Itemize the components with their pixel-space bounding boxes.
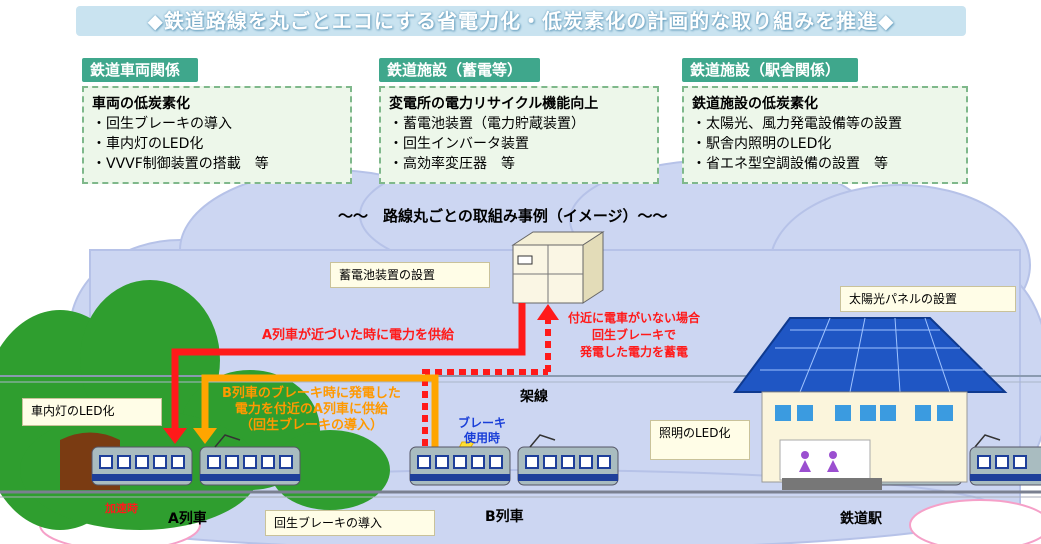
overhead-label: 架線 — [520, 389, 548, 405]
red-arrow-text: A列車が近づいた時に電力を供給 — [262, 328, 455, 343]
category-box: 車両の低炭素化 ・回生ブレーキの導入 ・車内灯のLED化 ・VVVF制御装置の搭… — [82, 86, 352, 184]
train-b-label: B列車 — [485, 509, 524, 525]
red-supply-arrow — [171, 303, 526, 430]
category-item: ・VVVF制御装置の搭載 等 — [92, 156, 269, 172]
battery-unit — [511, 231, 605, 304]
category-item: ・車内灯のLED化 — [92, 136, 204, 152]
category-item: ・回生ブレーキの導入 — [92, 116, 232, 132]
train-b-car2 — [517, 434, 619, 486]
battery-note: 蓄電池装置の設置 — [330, 262, 490, 288]
regen-brake-note: 回生ブレーキの導入 — [265, 510, 435, 536]
category-heading: 車両の低炭素化 — [92, 96, 190, 112]
category-item: ・回生インバータ装置 — [389, 136, 529, 152]
orange-supply-arrow — [201, 374, 439, 455]
diagram-title: ～～ 路線丸ごとの取組み事例（イメージ）～～ — [338, 207, 668, 225]
lighting-led-note: 照明のLED化 — [650, 420, 750, 460]
category-item: ・高効率変圧器 等 — [389, 156, 515, 172]
station-building — [733, 317, 1008, 490]
category-item: ・省エネ型空調設備の設置 等 — [692, 156, 888, 172]
station-label: 鉄道駅 — [840, 511, 882, 527]
category-tab: 鉄道施設（駅舎関係） — [682, 58, 859, 82]
category-item: ・太陽光、風力発電設備等の設置 — [692, 116, 902, 132]
train-a-car1 — [91, 446, 193, 486]
interior-led-note: 車内灯のLED化 — [22, 398, 162, 426]
category-heading: 変電所の電力リサイクル機能向上 — [389, 96, 599, 112]
category-facility-station: 鉄道施設（駅舎関係） 鉄道施設の低炭素化 ・太陽光、風力発電設備等の設置 ・駅舎… — [682, 44, 968, 184]
train-a-car2 — [199, 434, 301, 486]
category-facility-storage: 鉄道施設（蓄電等） 変電所の電力リサイクル機能向上 ・蓄電池装置（電力貯蔵装置）… — [379, 44, 659, 184]
category-tab: 鉄道施設（蓄電等） — [379, 58, 541, 82]
orange-arrow-text: B列車のブレーキ時に発電した 電力を付近のA列車に供給 （回生ブレーキの導入） — [222, 386, 401, 433]
page-banner: ◆鉄道路線を丸ごとエコにする省電力化・低炭素化の計画的な取り組みを推進◆ — [76, 6, 966, 36]
brake-label: ブレーキ 使用時 — [458, 416, 507, 445]
train-c-car2 — [969, 446, 1041, 486]
category-heading: 鉄道施設の低炭素化 — [692, 96, 818, 112]
train-b-car1 — [409, 446, 511, 486]
category-rolling-stock: 鉄道車両関係 車両の低炭素化 ・回生ブレーキの導入 ・車内灯のLED化 ・VVV… — [82, 44, 352, 184]
solar-note: 太陽光パネルの設置 — [840, 286, 1016, 312]
passengers — [799, 451, 839, 472]
category-tab: 鉄道車両関係 — [82, 58, 199, 82]
train-a-label: A列車 — [168, 511, 207, 527]
category-item: ・駅舎内照明のLED化 — [692, 136, 832, 152]
category-box: 変電所の電力リサイクル機能向上 ・蓄電池装置（電力貯蔵装置） ・回生インバータ装… — [379, 86, 659, 184]
charge-text: 付近に電車がいない場合 回生ブレーキで 発電した電力を蓄電 — [568, 311, 701, 359]
accel-label: 加速時 — [105, 502, 138, 515]
category-item: ・蓄電池装置（電力貯蔵装置） — [389, 116, 585, 132]
category-box: 鉄道施設の低炭素化 ・太陽光、風力発電設備等の設置 ・駅舎内照明のLED化 ・省… — [682, 86, 968, 184]
